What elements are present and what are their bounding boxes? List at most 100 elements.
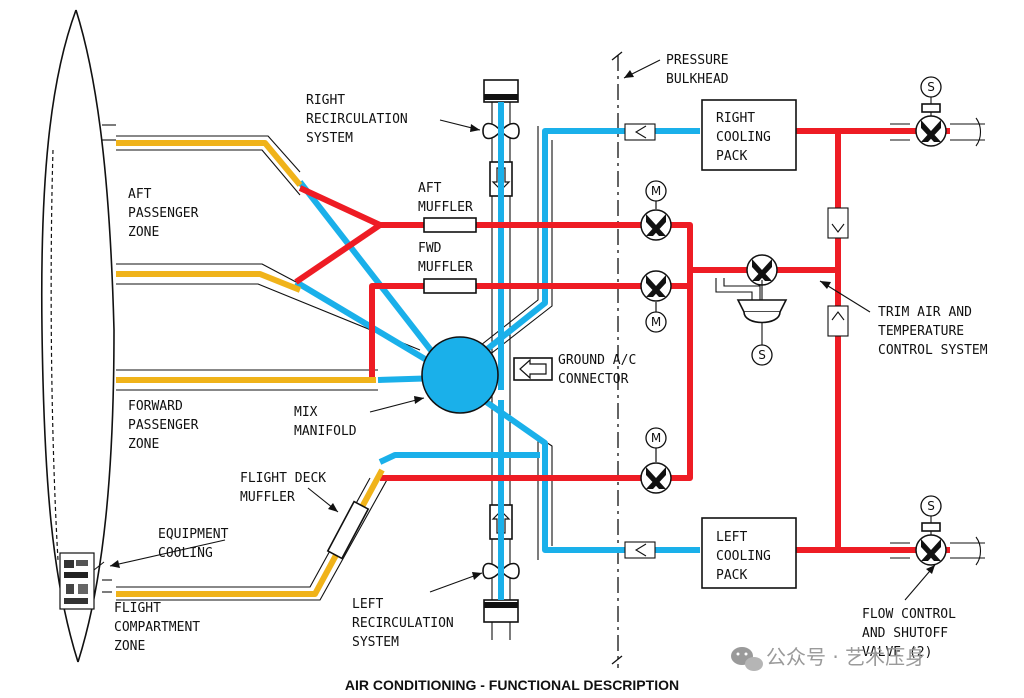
symbol-layer: M M M S S S bbox=[645, 76, 942, 517]
butterfly-valve-icon bbox=[915, 534, 947, 566]
left-cooling-pack-label-line: LEFT bbox=[716, 530, 747, 545]
ground-ac-connector bbox=[513, 357, 553, 381]
forward-passenger-zone-label-line: FORWARD bbox=[128, 399, 183, 414]
right-recirculation-system-label-line: SYSTEM bbox=[306, 131, 353, 146]
right-cooling-pack-label-line: COOLING bbox=[716, 130, 771, 145]
diagram-caption: AIR CONDITIONING - FUNCTIONAL DESCRIPTIO… bbox=[345, 677, 679, 693]
flight-compartment-zone-label-line: FLIGHT bbox=[114, 601, 161, 616]
motor-symbol-letter: M bbox=[651, 431, 661, 445]
pressure-bulkhead-label-line: PRESSURE bbox=[666, 53, 729, 68]
flow-control-valve-label-line: FLOW CONTROL bbox=[862, 607, 956, 622]
watermark-text: 公众号 · 艺术压身 bbox=[766, 645, 925, 669]
trim-air-label: TRIM AIR AND TEMPERATURE CONTROL SYSTEM bbox=[878, 305, 988, 358]
right-cooling-pack-label: RIGHT COOLING PACK bbox=[716, 111, 771, 164]
aft-passenger-zone-label-line: ZONE bbox=[128, 225, 159, 240]
ground-ac-connector-label-line: CONNECTOR bbox=[558, 372, 629, 387]
left-recirculation-system-label-line: LEFT bbox=[352, 597, 383, 612]
ground-ac-connector-label-line: GROUND A/C bbox=[558, 353, 636, 368]
flow-control-valve-label-line: VALVE (2) bbox=[862, 645, 932, 660]
forward-passenger-zone-label-line: PASSENGER bbox=[128, 418, 199, 433]
right-cooling-pack-label-line: PACK bbox=[716, 149, 747, 164]
pressure-bulkhead-label: PRESSURE BULKHEAD bbox=[666, 53, 729, 87]
hot-air-ducts bbox=[294, 128, 950, 553]
solenoid-symbol-letter: S bbox=[927, 499, 935, 513]
aft-passenger-zone-label: AFT PASSENGER ZONE bbox=[128, 187, 199, 240]
flight-compartment-zone-label: FLIGHT COMPARTMENT ZONE bbox=[114, 601, 200, 654]
check-valve-icon bbox=[827, 305, 849, 337]
equipment-cooling-label-line: EQUIPMENT bbox=[158, 527, 229, 542]
flow-control-valve-label-line: AND SHUTOFF bbox=[862, 626, 948, 641]
flight-deck-muffler bbox=[326, 500, 370, 560]
aft-passenger-zone-label-line: PASSENGER bbox=[128, 206, 199, 221]
motor-icon: M bbox=[645, 427, 667, 462]
left-cooling-pack-label: LEFT COOLING PACK bbox=[716, 530, 771, 583]
trim-air-label-line: TRIM AIR AND bbox=[878, 305, 972, 320]
equipment-cooling-label-line: COOLING bbox=[158, 546, 213, 561]
check-valve-icon bbox=[624, 541, 656, 559]
flow-control-valve-label: FLOW CONTROL AND SHUTOFF VALVE (2) bbox=[862, 607, 956, 660]
mix-manifold-label-line: MIX bbox=[294, 405, 318, 420]
flight-deck-muffler-label-line: MUFFLER bbox=[240, 490, 295, 505]
aft-muffler-label-line: MUFFLER bbox=[418, 200, 473, 215]
flight-compartment-zone-label-line: ZONE bbox=[114, 639, 145, 654]
left-cooling-pack-label-line: COOLING bbox=[716, 549, 771, 564]
watermark: 公众号 · 艺术压身 bbox=[731, 645, 925, 671]
pressure-bulkhead bbox=[611, 51, 623, 668]
right-recirculation-system-label-line: RIGHT bbox=[306, 93, 345, 108]
valve-layer bbox=[640, 115, 947, 566]
butterfly-valve-icon bbox=[746, 254, 778, 286]
aft-muffler-label: AFT MUFFLER bbox=[418, 181, 473, 215]
leader-lines bbox=[109, 59, 936, 601]
butterfly-valve-icon bbox=[640, 462, 672, 494]
conditioned-air-ducts bbox=[294, 102, 700, 600]
fwd-muffler-label-line: MUFFLER bbox=[418, 260, 473, 275]
butterfly-valve-icon bbox=[640, 209, 672, 241]
pressure-bulkhead-label-line: BULKHEAD bbox=[666, 72, 729, 87]
motor-icon: M bbox=[645, 180, 667, 209]
solenoid-symbol-letter: S bbox=[927, 80, 935, 94]
equipment-rack-icon bbox=[59, 552, 105, 610]
left-cooling-pack bbox=[701, 517, 797, 589]
left-recirculation-system-label: LEFT RECIRCULATION SYSTEM bbox=[352, 597, 454, 650]
trim-air-label-line: TEMPERATURE bbox=[878, 324, 964, 339]
motor-symbol-letter: M bbox=[651, 184, 661, 198]
solenoid-icon: S bbox=[920, 495, 942, 517]
wechat-icon bbox=[731, 647, 763, 671]
solenoid-icon: S bbox=[751, 344, 773, 366]
mix-manifold-label-line: MANIFOLD bbox=[294, 424, 357, 439]
left-recirculation-system-label-line: SYSTEM bbox=[352, 635, 399, 650]
aft-passenger-zone-label-line: AFT bbox=[128, 187, 152, 202]
check-valve-icon bbox=[624, 123, 656, 141]
left-cooling-pack-label-line: PACK bbox=[716, 568, 747, 583]
solenoid-icon: S bbox=[920, 76, 942, 98]
forward-passenger-zone-label: FORWARD PASSENGER ZONE bbox=[128, 399, 199, 452]
motor-symbol-letter: M bbox=[651, 315, 661, 329]
fwd-muffler bbox=[423, 278, 477, 294]
flow-control-valves bbox=[890, 95, 985, 566]
butterfly-valve-icon bbox=[640, 270, 672, 302]
butterfly-valve-icon bbox=[915, 115, 947, 147]
right-cooling-pack-label-line: RIGHT bbox=[716, 111, 755, 126]
trim-air-regulating-valve bbox=[715, 278, 788, 345]
mix-manifold bbox=[421, 336, 499, 414]
fwd-muffler-label-line: FWD bbox=[418, 241, 442, 256]
right-cooling-pack bbox=[701, 99, 797, 171]
trim-air-label-line: CONTROL SYSTEM bbox=[878, 343, 988, 358]
ground-ac-connector-label: GROUND A/C CONNECTOR bbox=[558, 353, 636, 387]
fuselage bbox=[40, 9, 116, 663]
flight-deck-muffler-label: FLIGHT DECK MUFFLER bbox=[240, 471, 326, 505]
mix-manifold-label: MIX MANIFOLD bbox=[294, 405, 357, 439]
fwd-muffler-label: FWD MUFFLER bbox=[418, 241, 473, 275]
motor-icon: M bbox=[645, 302, 667, 333]
forward-passenger-zone-label-line: ZONE bbox=[128, 437, 159, 452]
solenoid-symbol-letter: S bbox=[758, 348, 766, 362]
flight-compartment-zone-label-line: COMPARTMENT bbox=[114, 620, 200, 635]
aft-muffler-label-line: AFT bbox=[418, 181, 442, 196]
left-recirculation-system-label-line: RECIRCULATION bbox=[352, 616, 454, 631]
equipment-cooling-label: EQUIPMENT COOLING bbox=[158, 527, 229, 561]
flight-deck-muffler-label-line: FLIGHT DECK bbox=[240, 471, 326, 486]
